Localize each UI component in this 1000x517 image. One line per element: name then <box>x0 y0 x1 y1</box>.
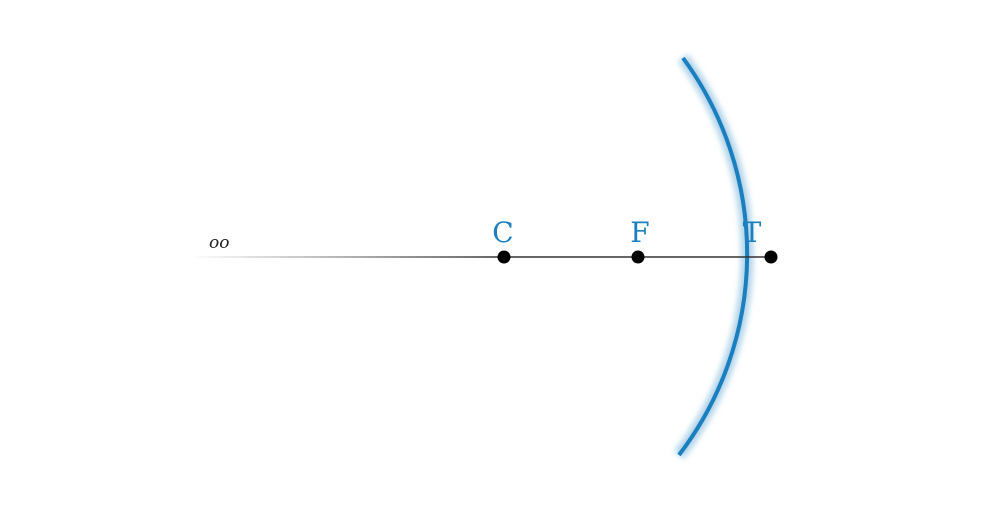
point-t-label: T <box>743 216 762 249</box>
point-c-label: C <box>492 216 513 249</box>
point-f-label: F <box>630 216 649 249</box>
infinity-label: oo <box>209 233 229 253</box>
point-f-dot <box>631 250 645 264</box>
point-c-dot <box>497 250 511 264</box>
point-t-dot <box>764 250 778 264</box>
